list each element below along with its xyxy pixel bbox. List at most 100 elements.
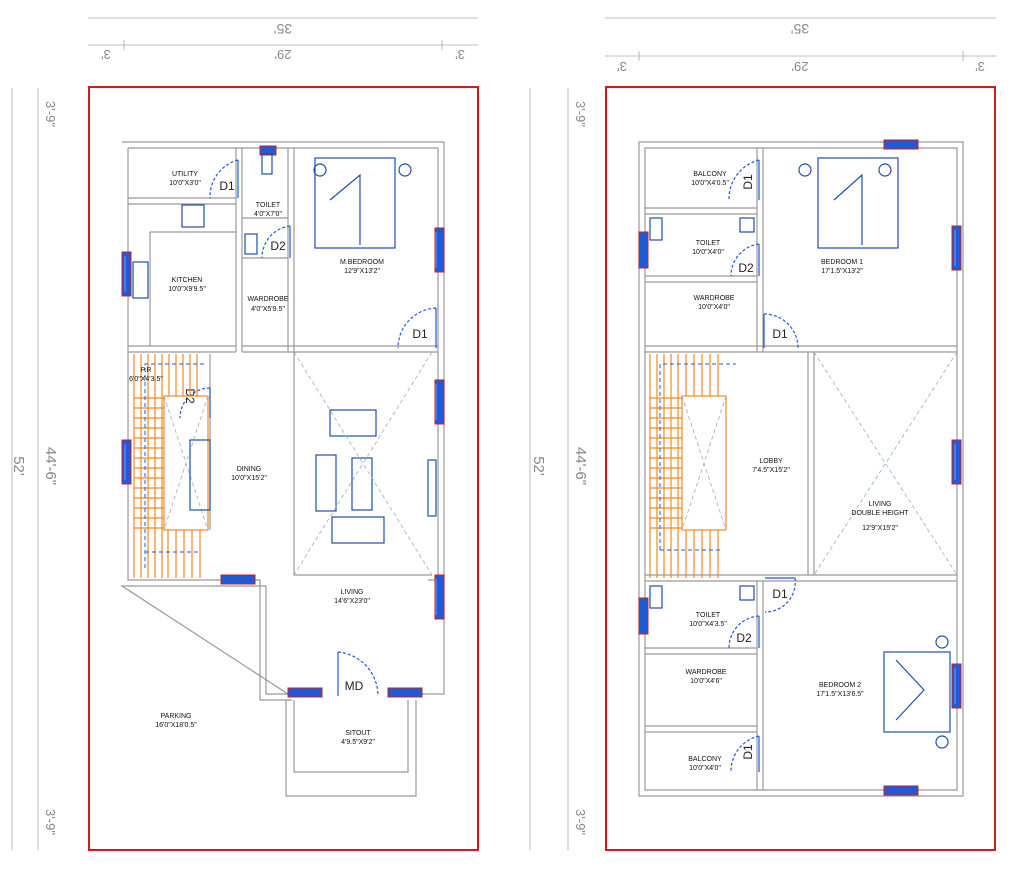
gf-dining-name: DINING	[237, 466, 262, 473]
ff-setback-top: 3'-9"	[573, 101, 588, 127]
ff-wc-top	[649, 217, 663, 241]
ff-living-name: LIVING	[869, 501, 892, 508]
ff-width-right: 3'	[975, 59, 985, 74]
gf-utility-size: 10'0"X3'0"	[169, 180, 201, 187]
first-floor-labels: BALCONY 10'0"X4'0.5" TOILET 10'0"X4'0" B…	[686, 171, 910, 772]
ff-plot-boundary	[605, 86, 996, 851]
gf-parking-size: 16'0"X18'0.5"	[155, 722, 197, 729]
first-floor-windows	[638, 139, 962, 796]
ff-washbasin-bottom	[739, 585, 755, 601]
ff-door-d2-toilet-top: D2	[738, 261, 754, 275]
gf-hob	[132, 261, 149, 299]
ff-balcony-bottom-name: BALCONY	[688, 756, 722, 763]
gf-sofa	[331, 516, 385, 544]
gf-bed	[314, 157, 396, 249]
first-floor-dimensions: 35' 3' 29' 3' 3'-9" 44'-6" 3'-9" 52'	[529, 17, 996, 850]
gf-length-inner: 44'-6"	[42, 447, 59, 485]
gf-dining-size: 10'0"X15'2"	[231, 475, 267, 482]
ground-floor-furniture	[132, 153, 437, 576]
ff-door-d1-balcony-top: D1	[741, 174, 755, 190]
ff-toilet-top-size: 10'0"X4'0"	[692, 249, 724, 256]
gf-window	[287, 687, 323, 698]
ff-door-d1-bedroom1: D1	[772, 327, 788, 341]
ff-setback-bottom: 3'-9"	[573, 809, 588, 835]
gf-window	[259, 145, 277, 156]
gf-tv-unit	[427, 459, 437, 517]
gf-utility-name: UTILITY	[172, 171, 198, 178]
gf-pr-name: P.R	[141, 367, 152, 374]
ff-living-size: 12'9"X15'2"	[862, 525, 898, 532]
gf-window	[121, 251, 132, 297]
ff-toilet-bottom-size: 10'0"X4'3.5"	[689, 621, 727, 628]
ff-window	[638, 231, 649, 269]
ff-bedroom2-name: BEDROOM 2	[819, 682, 861, 689]
ff-door-d1-bedroom2: D1	[772, 587, 788, 601]
ground-floor-windows	[121, 145, 445, 698]
ff-bedroom2-size: 17'1.5"X13'6.5"	[816, 691, 864, 698]
gf-window	[121, 439, 132, 485]
gf-door-d1-utility: D1	[219, 179, 235, 193]
gf-kitchen-size: 10'0"X9'9.5"	[168, 286, 206, 293]
ff-window	[638, 597, 649, 635]
ff-window	[883, 785, 919, 796]
gf-window	[434, 379, 445, 425]
gf-living-size: 14'6"X23'0"	[334, 598, 370, 605]
ff-bedroom1-size: 17'1.5"X13'2"	[821, 268, 863, 275]
gf-pr-size: 6'0"X4'3.5"	[129, 376, 163, 383]
ground-floor-doors: D1 D2 D1 D2 MD	[179, 159, 437, 697]
ff-door-d1-balcony-bottom: D1	[741, 744, 755, 760]
ff-wardrobe-bottom-name: WARDROBE	[686, 669, 727, 676]
gf-door-md: MD	[345, 679, 364, 693]
gf-window	[434, 227, 445, 273]
ff-length-inner: 44'-6"	[572, 447, 589, 485]
ff-wardrobe-bottom-size: 10'0"X4'6"	[690, 678, 722, 685]
ff-balcony-top-size: 10'0"X4'0.5"	[691, 180, 729, 187]
first-floor-plan	[605, 86, 996, 851]
ground-floor-plan	[88, 86, 479, 851]
ff-width-inner: 29'	[792, 59, 809, 74]
ff-window	[951, 225, 962, 271]
ff-washbasin-top	[739, 217, 755, 233]
ff-wardrobe-top-name: WARDROBE	[694, 295, 735, 302]
gf-coffee-table	[351, 457, 373, 511]
ff-toilet-top-name: TOILET	[696, 240, 721, 247]
gf-toilet-size: 4'0"X7'0"	[254, 211, 282, 218]
gf-door-d2-toilet: D2	[270, 239, 286, 253]
gf-wc	[261, 153, 273, 175]
ff-width-left: 3'	[617, 59, 627, 74]
ff-bed2	[883, 651, 951, 733]
gf-sitout-size: 4'9.5"X9'2"	[341, 739, 375, 746]
gf-window	[387, 687, 423, 698]
gf-wardrobe-size: 4'0"X5'9.5"	[251, 306, 285, 313]
first-floor-doors: D1 D2 D1 D1 D2 D1	[728, 159, 799, 773]
ground-floor-dimensions: 35' 3' 29' 3' 3'-9" 44'-6" 3'-9" 52'	[10, 17, 478, 850]
gf-width-left: 3'	[101, 47, 111, 62]
gf-sink	[181, 204, 205, 228]
gf-dining-table	[189, 439, 211, 511]
gf-living-name: LIVING	[341, 589, 364, 596]
gf-wardrobe-name: WARDROBE	[248, 296, 289, 303]
ground-floor-staircase	[133, 354, 209, 578]
gf-sofa	[315, 454, 337, 512]
ff-bedroom1-name: BEDROOM 1	[821, 259, 863, 266]
ff-lobby-name: LOBBY	[759, 458, 783, 465]
gf-window	[434, 574, 445, 620]
gf-window	[220, 574, 256, 585]
gf-kitchen-name: KITCHEN	[172, 277, 203, 284]
gf-width-total: 35'	[274, 21, 292, 37]
gf-sofa	[329, 409, 377, 437]
gf-door-d1-bedroom: D1	[412, 327, 428, 341]
ff-balcony-bottom-size: 10'0"X4'0"	[689, 765, 721, 772]
ff-balcony-top-name: BALCONY	[693, 171, 727, 178]
ff-wardrobe-top-size: 10'0"X4'0"	[698, 304, 730, 311]
gf-length-total: 52'	[10, 456, 27, 476]
gf-plot-boundary	[88, 86, 479, 851]
ff-window	[883, 139, 919, 150]
first-floor-staircase	[649, 354, 736, 578]
ground-floor-labels: UTILITY 10'0"X3'0" TOILET 4'0"X7'0" M.BE…	[129, 171, 384, 746]
ff-living-name2: DOUBLE HEIGHT	[851, 510, 909, 517]
ff-window	[951, 439, 962, 485]
gf-sitout-name: SITOUT	[345, 730, 371, 737]
ff-bed1	[817, 157, 899, 249]
